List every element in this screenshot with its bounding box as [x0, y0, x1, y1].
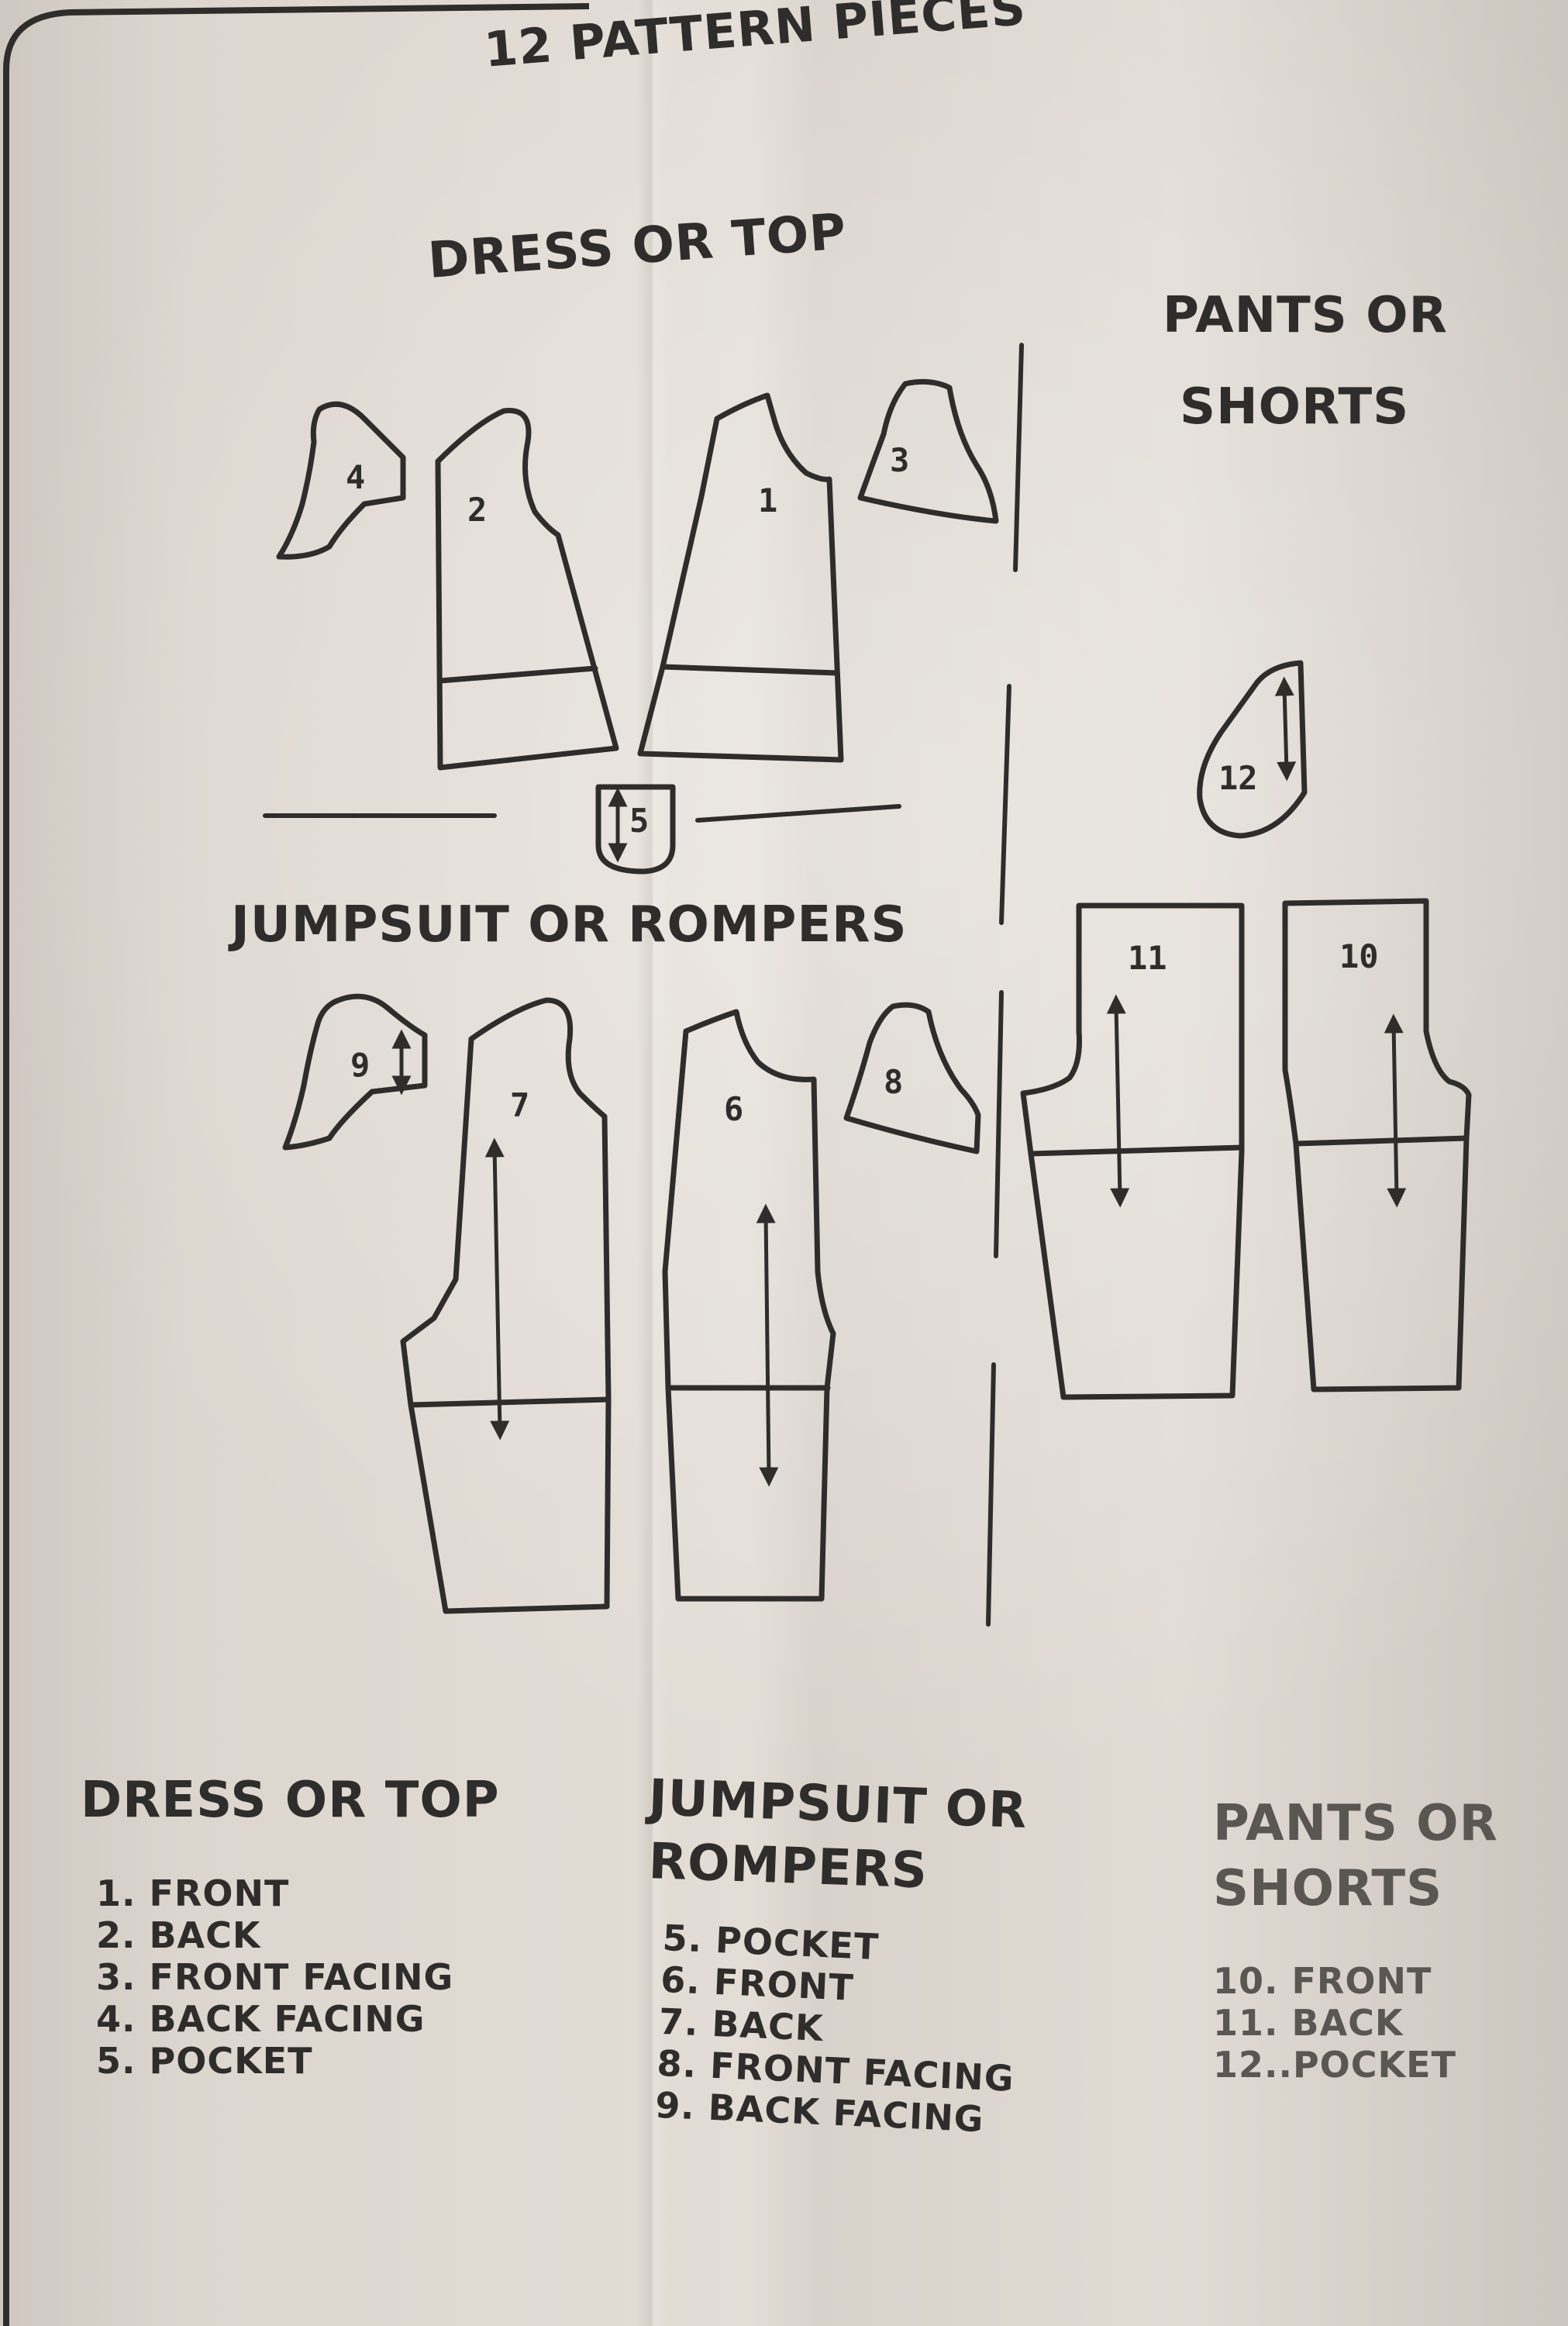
legend-jumpsuit-title-line2: ROMPERS	[647, 1833, 929, 1900]
piece-12-pocket	[1197, 660, 1308, 839]
legend-dress-item: 3. FRONT FACING	[96, 1956, 454, 1998]
vertical-divider-top	[1013, 343, 1024, 572]
legend-pants-title-line1: PANTS OR	[1213, 1795, 1498, 1852]
piece-number-2: 2	[467, 491, 487, 529]
piece-7-hem-line	[408, 1396, 612, 1408]
piece-11-grainline-arrow	[1106, 994, 1130, 1208]
piece-7-grainline-arrow	[484, 1137, 510, 1441]
piece-6-front	[662, 1009, 836, 1602]
legend-pants-item: 10. FRONT	[1213, 1960, 1432, 2002]
piece-10-hem-line	[1293, 1135, 1470, 1147]
piece-11-hem-line	[1028, 1144, 1245, 1157]
piece-number-8: 8	[884, 1063, 903, 1101]
piece-4-back-facing	[276, 401, 406, 560]
piece-number-12: 12	[1218, 759, 1258, 797]
pants-section-title-line2: SHORTS	[1180, 378, 1410, 436]
piece-number-6: 6	[724, 1090, 743, 1128]
piece-number-10: 10	[1339, 937, 1379, 975]
legend-dress-title: DRESS OR TOP	[81, 1772, 500, 1829]
legend-dress-list: 1. FRONT 2. BACK 3. FRONT FACING 4. BACK…	[96, 1872, 453, 2082]
piece-2-back	[435, 408, 619, 771]
piece-3-front-facing	[857, 378, 999, 524]
piece-10-front	[1282, 898, 1472, 1392]
piece-9-back-facing	[282, 993, 428, 1151]
legend-jumpsuit-list: 5. POCKET 6. FRONT 7. BACK 8. FRONT FACI…	[654, 1917, 1021, 2141]
legend-pants-title-line2: SHORTS	[1213, 1860, 1443, 1917]
paper-fold	[637, 0, 668, 2326]
piece-1-front	[637, 392, 844, 763]
piece-5-pocket	[595, 784, 676, 875]
horizontal-rule-right	[695, 804, 901, 823]
piece-2-hem-line	[437, 665, 598, 684]
legend-dress-item: 2. BACK	[96, 1914, 261, 1956]
legend-pants-item: 11. BACK	[1213, 2002, 1404, 2044]
pants-section-title-line1: PANTS OR	[1163, 287, 1448, 344]
piece-12-grainline-arrow	[1274, 676, 1297, 782]
piece-8-front-facing	[843, 1002, 981, 1154]
piece-1-hem-line	[660, 664, 840, 676]
vertical-divider-middle	[999, 684, 1011, 925]
jumpsuit-section-title: JUMPSUIT OR ROMPERS	[231, 896, 908, 954]
legend-dress-item: 5. POCKET	[96, 2040, 313, 2082]
piece-7-back	[400, 997, 612, 1614]
piece-number-4: 4	[346, 458, 365, 496]
piece-number-5: 5	[629, 802, 649, 840]
piece-number-9: 9	[350, 1046, 370, 1084]
piece-number-11: 11	[1128, 939, 1167, 977]
legend-pants-list: 10. FRONT 11. BACK 12..POCKET	[1213, 1960, 1456, 2086]
piece-number-7: 7	[510, 1086, 529, 1124]
legend-jumpsuit-title-line1: JUMPSUIT OR	[647, 1769, 1029, 1841]
piece-10-grainline-arrow	[1384, 1013, 1407, 1208]
legend-dress-item: 1. FRONT	[96, 1872, 290, 1914]
legend-pants-item: 12..POCKET	[1213, 2044, 1456, 2086]
piece-number-3: 3	[890, 441, 909, 479]
legend-dress-item: 4. BACK FACING	[96, 1998, 426, 2040]
vertical-divider-lower	[994, 990, 1004, 1258]
vertical-divider-bottom	[986, 1362, 996, 1627]
piece-6-grainline-arrow	[756, 1203, 779, 1487]
piece-11-back	[1020, 902, 1245, 1400]
piece-number-1: 1	[758, 481, 777, 519]
